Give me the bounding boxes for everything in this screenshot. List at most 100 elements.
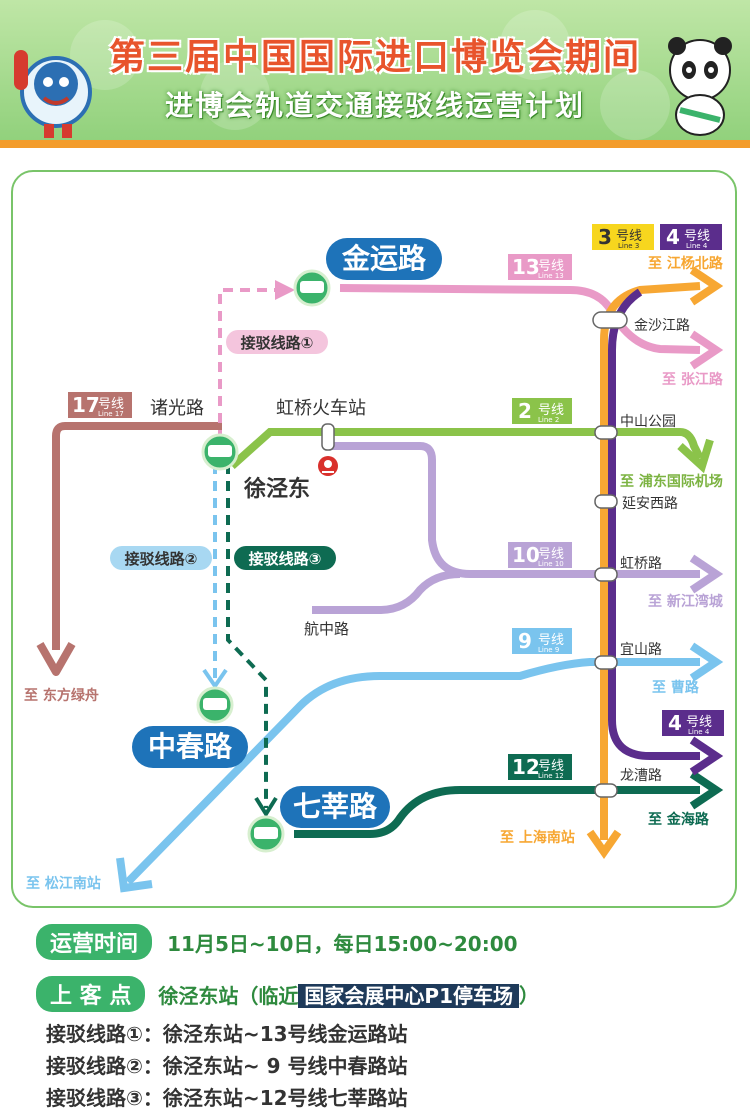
svg-text:9: 9 [518,629,532,653]
line4-track [608,288,700,760]
svg-text:12: 12 [512,755,540,779]
line-badge-10: 10 号线 Line 10 [508,542,572,568]
svg-text:4: 4 [666,225,680,249]
pickup-prefix: 徐泾东站（临近 [158,983,299,1008]
clover-decoration [200,60,270,130]
svg-text:号线: 号线 [538,633,564,648]
shuttle-route-text-1: 接驳线路①：徐泾东站~13号线金运路站 [46,1022,408,1046]
svg-text:号线: 号线 [538,547,564,562]
line2-track [229,428,704,469]
station-name-zhongchunlu: 中春路 [148,730,233,763]
destination-pudong-airport: 至 浦东国际机场 [620,473,723,490]
header-banner: 第三届中国国际进口博览会期间 进博会轨道交通接驳线运营计划 [0,0,750,148]
station-name-zhuguanglu: 诸光路 [150,398,204,419]
station-name-yishanlu: 宜山路 [620,642,662,658]
line3-arrow-s [586,829,622,859]
line-badge-13: 13 号线 Line 13 [508,254,572,280]
destination-xinjiangwancheng: 至 新江湾城 [648,593,723,610]
line12-arrow [689,770,724,810]
line17-track [52,422,222,650]
bus-stop-zhongchunlu-icon [196,686,234,724]
line9-arrow-sw [116,857,153,893]
transfer-marker-longcaolu [594,783,618,798]
pickup-row: 上 客 点 徐泾东站（临近国家会展中心P1停车场） [36,976,539,1012]
svg-text:号线: 号线 [684,229,710,244]
svg-text:接驳线路③: 接驳线路③ [249,550,322,568]
svg-text:Line 13: Line 13 [538,272,564,280]
svg-text:号线: 号线 [616,229,642,244]
svg-text:3: 3 [598,225,612,249]
clover-decoration [500,10,570,80]
shuttle-route-1 [218,280,295,440]
transfer-marker-jinshajianglu [592,311,628,329]
shuttle-label-1: 接驳线路① [226,330,328,354]
operating-time-row: 运营时间 11月5日~10日，每日15:00~20:00 [36,924,518,960]
station-pill-zhongchunlu [132,726,248,768]
shuttle-route-text-3: 接驳线路③：徐泾东站~12号线七莘路站 [46,1086,408,1110]
transfer-marker-yananxilu [594,494,618,509]
transit-map: 金运路 中春路 七莘路 徐泾东 虹桥火车站 诸光路 航中路 金沙江路 中山公园 … [24,224,724,893]
transfer-marker-zhongshangongyuan [594,425,618,440]
shuttle-label-2: 接驳线路② [110,546,212,570]
bus-stop-qixinlu-icon [247,815,285,853]
clover-decoration [600,70,670,140]
shuttle-route-2-arrow [202,668,228,690]
svg-text:Line 9: Line 9 [538,646,559,654]
line-badge-4-top: 4 号线 Line 4 [660,224,722,250]
railway-station-icon [318,456,338,476]
svg-text:号线: 号线 [98,397,124,412]
page-subtitle: 进博会轨道交通接驳线运营计划 [164,89,585,122]
svg-text:号线: 号线 [538,759,564,774]
page-title: 第三届中国国际进口博览会期间 [108,37,641,78]
svg-text:号线: 号线 [538,259,564,274]
pickup-label: 上 客 点 [36,976,146,1012]
svg-text:4: 4 [668,711,682,735]
shuttle-route-text-2: 接驳线路②：徐泾东站~ 9 号线中春路站 [46,1054,408,1078]
station-name-yananxilu: 延安西路 [622,496,678,512]
pickup-suffix: ） [519,983,539,1008]
destination-shanghainan: 至 上海南站 [500,829,575,846]
shuttle-label-3: 接驳线路③ [234,546,336,570]
line-badge-4-bottom: 4 号线 Line 4 [662,710,724,736]
station-name-hangzhonglu: 航中路 [304,620,349,638]
svg-text:13: 13 [512,255,540,279]
bus-stop-xujingdong-icon [201,433,239,471]
line10-arrow [689,554,724,594]
shuttle-route-3 [226,464,268,808]
panda-mascot-icon [668,37,732,136]
svg-text:2: 2 [518,399,532,423]
transfer-marker-hongqiao [321,423,335,451]
destination-dongfanglvzhou: 至 东方绿舟 [24,687,99,704]
line2-arrow [677,438,714,474]
shuttle-route-3-arrow [254,796,278,818]
line-badge-2: 2 号线 Line 2 [512,398,572,424]
operating-time-value: 11月5日~10日，每日15:00~20:00 [167,931,518,956]
destination-jiangyangbeilu: 至 江杨北路 [648,255,724,272]
svg-text:Line 4: Line 4 [688,728,710,736]
destination-zhangjianglu: 至 张江路 [662,371,724,388]
destination-caolu: 至 曹路 [652,679,700,696]
station-name-jinyunlu: 金运路 [341,242,427,275]
operating-time-label: 运营时间 [36,924,153,960]
destination-songjiangnan: 至 松江南站 [26,875,101,892]
transfer-marker-yishanlu [594,655,618,670]
station-name-longcaolu: 龙漕路 [620,768,662,784]
svg-text:Line 10: Line 10 [538,560,564,568]
station-name-zhongshangongyuan: 中山公园 [620,414,676,430]
destination-jinhailu: 至 金海路 [648,811,710,828]
bus-stop-jinyunlu-icon [293,269,331,307]
station-name-jinshajianglu: 金沙江路 [634,318,690,334]
line3-arrow-ne [689,266,724,306]
station-name-hongqiaolu: 虹桥路 [620,556,662,572]
line4-arrow [689,736,724,776]
line12-track [294,786,700,838]
svg-text:号线: 号线 [686,715,712,730]
svg-text:10: 10 [512,543,540,567]
svg-text:Line 2: Line 2 [538,416,559,424]
line-badge-3: 3 号线 Line 3 [592,224,654,250]
line10-branch [312,570,461,614]
mascot-left-icon [14,50,92,138]
line-badge-9: 9 号线 Line 9 [512,628,572,654]
station-pill-jinyunlu [326,238,442,280]
line9-track [125,658,700,885]
